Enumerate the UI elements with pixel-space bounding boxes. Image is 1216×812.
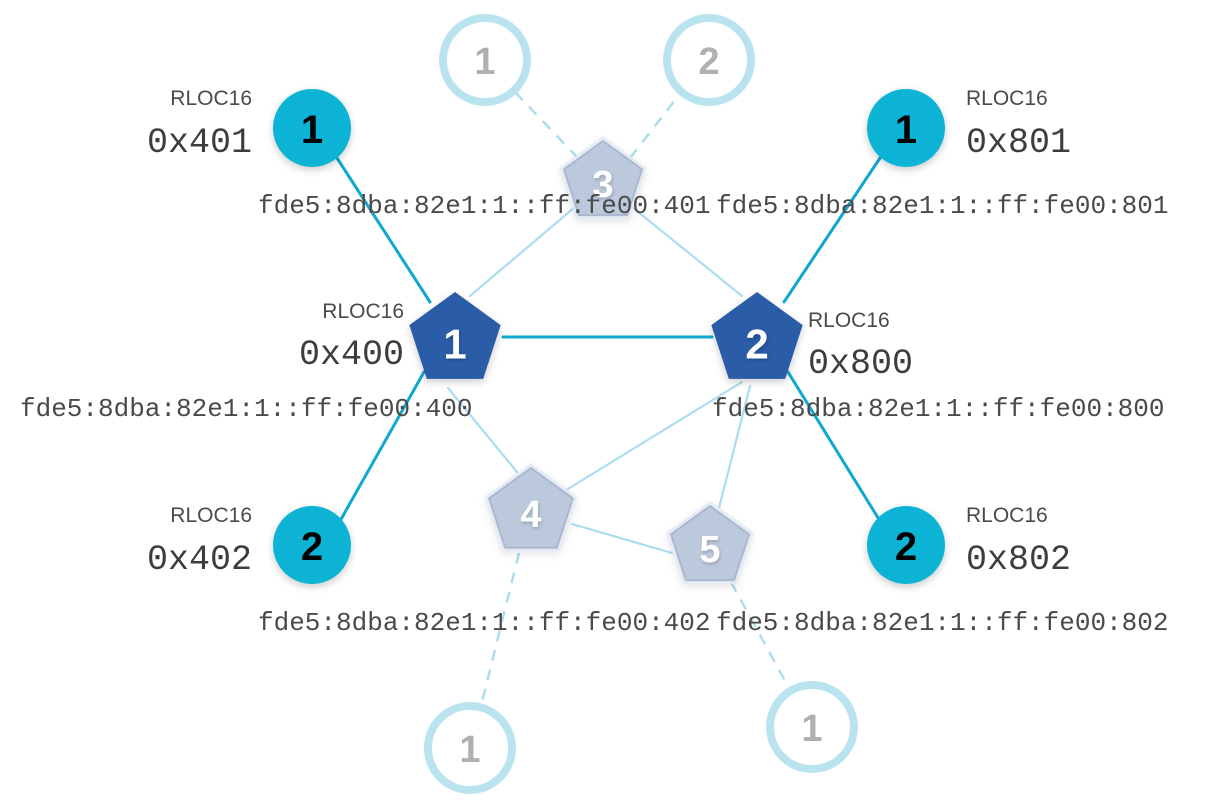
link-p3-hollow-top-right [629,89,684,159]
faded-pentagon-4[interactable]: 4 [484,463,578,552]
link-0x400-p4 [446,386,519,474]
link-p4-0x800 [561,380,744,494]
node-0x402-badge: 2 [301,525,323,569]
node-0x401-badge: 1 [301,108,323,152]
faded-pentagon-4-body [488,467,574,549]
faded-pentagon-5-badge: 5 [699,529,720,571]
faded-pentagon-3-body [563,140,643,217]
hollow-circle-bottom-right-ring [766,681,858,773]
link-0x400-0x402 [338,370,426,523]
node-0x400-rloc-value: 0x400 [299,335,404,375]
hollow-circle-top-right[interactable]: 2 [663,14,755,106]
link-p4-hollow-bottom-left [479,552,521,707]
hollow-circle-top-right-ring [663,14,755,106]
node-0x801-rloc-value: 0x801 [966,123,1071,163]
node-0x801-body [867,89,945,167]
link-p4-p5 [570,522,674,555]
hollow-circle-bottom-left[interactable]: 1 [424,702,516,794]
hollow-circle-top-left-badge: 1 [474,41,495,83]
hollow-circle-top-left-ring [439,14,531,106]
node-0x801[interactable]: 1 [867,89,945,167]
node-0x800-rloc-value: 0x800 [808,344,913,384]
faded-pentagon-3[interactable]: 3 [559,136,647,220]
node-0x800-body [711,292,803,379]
hollow-circle-top-right-badge: 2 [698,41,719,83]
node-0x802-rloc-value: 0x802 [966,540,1071,580]
node-0x802-ipv6-address: fde5:8dba:82e1:1::ff:fe00:802 [716,608,1168,638]
node-0x802-badge: 2 [895,525,917,569]
hollow-circle-bottom-left-badge: 1 [459,729,480,771]
hollow-circle-bottom-left-ring [424,702,516,794]
hollow-circle-top-left[interactable]: 1 [439,14,531,106]
node-0x401-body [273,89,351,167]
node-0x800-badge: 2 [745,321,768,368]
node-0x400-body [409,292,501,379]
faded-pentagon-5-body [670,505,750,582]
faded-pentagon-5[interactable]: 5 [666,501,754,585]
faded-pentagon-4-badge: 4 [520,494,541,536]
link-p3-0x800 [630,205,744,298]
node-0x401-rloc-caption: RLOC16 [170,87,252,110]
node-0x402-body [273,506,351,584]
node-0x802[interactable]: 2 [867,506,945,584]
node-0x400-rloc-caption: RLOC16 [322,300,404,323]
node-0x802-body [867,506,945,584]
hollow-circle-bottom-right-badge: 1 [801,708,822,750]
node-0x400[interactable]: 1 [409,292,501,379]
node-0x401[interactable]: 1 [273,89,351,167]
node-0x402-ipv6-address: fde5:8dba:82e1:1::ff:fe00:402 [258,608,710,638]
node-0x400-badge: 1 [443,321,466,368]
node-0x402-rloc-value: 0x402 [147,540,252,580]
node-0x801-ipv6-address: fde5:8dba:82e1:1::ff:fe00:801 [716,191,1168,221]
node-0x801-rloc-caption: RLOC16 [966,87,1048,110]
node-0x802-rloc-caption: RLOC16 [966,504,1048,527]
node-0x400-ipv6-address: fde5:8dba:82e1:1::ff:fe00:400 [20,394,472,424]
node-0x800-rloc-caption: RLOC16 [808,309,890,332]
node-0x800-ipv6-address: fde5:8dba:82e1:1::ff:fe00:800 [712,394,1164,424]
node-0x402[interactable]: 2 [273,506,351,584]
link-0x400-p3 [468,205,577,298]
link-p5-hollow-bottom-right [729,581,792,691]
link-0x800-0x802 [786,370,882,523]
link-p5-0x800 [717,384,752,510]
link-0x800-0x801 [782,156,882,304]
node-0x800[interactable]: 2 [711,292,803,379]
node-0x401-ipv6-address: fde5:8dba:82e1:1::ff:fe00:401 [258,191,710,221]
hollow-circle-bottom-right[interactable]: 1 [766,681,858,773]
link-p3-hollow-top-left [512,89,579,159]
faded-pentagon-3-badge: 3 [592,164,613,206]
node-0x402-rloc-caption: RLOC16 [170,504,252,527]
link-0x400-0x401 [335,156,432,304]
node-0x401-rloc-value: 0x401 [147,123,252,163]
node-0x801-badge: 1 [895,108,917,152]
